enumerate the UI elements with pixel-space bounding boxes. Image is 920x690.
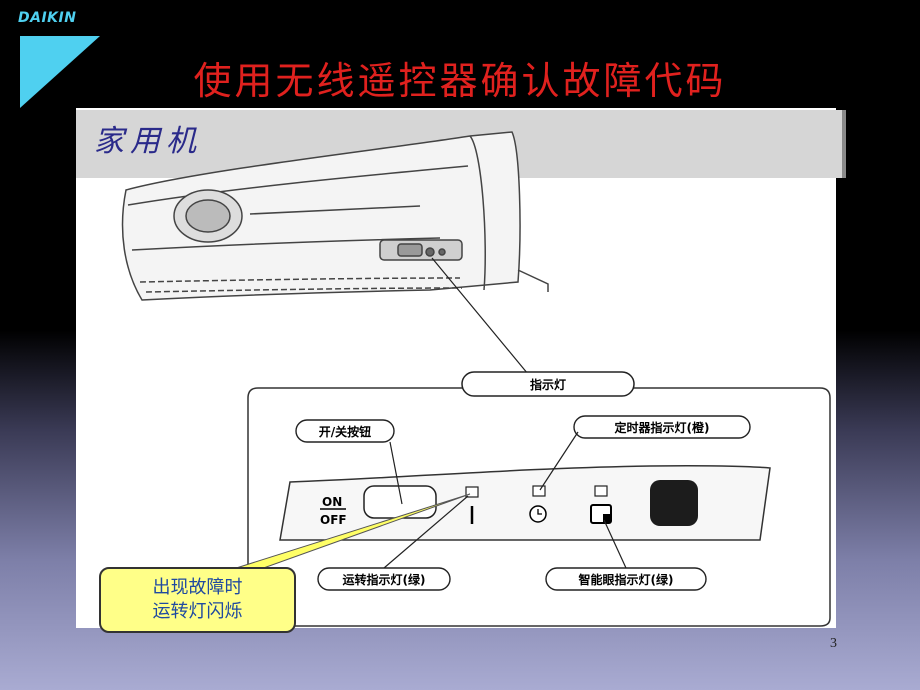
indicator-title-capsule <box>461 371 635 397</box>
indicator-title: 指示灯 <box>530 377 566 392</box>
sensor-window <box>650 480 698 526</box>
daikin-logo-text: DAIKIN <box>18 10 77 26</box>
page-number: 3 <box>830 636 837 651</box>
timer-lamp <box>532 485 546 497</box>
callout-line-1: 出现故障时 <box>152 577 243 598</box>
smart-eye-lamp <box>594 485 608 497</box>
operation-lamp-label: 运转指示灯(绿) <box>343 572 426 587</box>
timer-lamp-label: 定时器指示灯(橙) <box>615 420 710 435</box>
slide-title: 使用无线遥控器确认故障代码 <box>193 59 727 103</box>
smart-eye-lamp-label: 智能眼指示灯(绿) <box>578 572 674 587</box>
callout-line-2: 运转灯闪烁 <box>152 601 243 622</box>
fault-callout: 出现故障时 运转灯闪烁 <box>99 567 296 633</box>
section-label: 家用机 <box>94 124 202 159</box>
operation-lamp <box>465 486 479 498</box>
off-label: OFF <box>320 513 347 527</box>
air-conditioner-illustration <box>121 131 549 301</box>
daikin-logo <box>20 36 100 108</box>
on-label: ON <box>322 495 342 509</box>
control-strip <box>279 464 771 541</box>
power-button-label: 开/关按钮 <box>319 424 371 439</box>
